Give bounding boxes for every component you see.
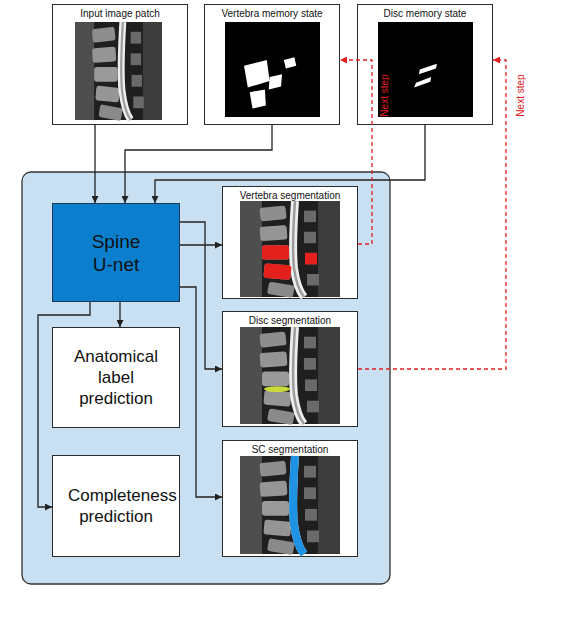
node-title: Vertebra segmentation — [240, 190, 341, 202]
edge-label: Next step — [379, 74, 390, 116]
prediction-box: Completeness prediction — [52, 455, 180, 557]
input-box: Input image patch — [52, 4, 188, 125]
flow-arrow — [180, 244, 222, 245]
module-container — [22, 172, 390, 584]
output-box: SC segmentation — [222, 440, 358, 557]
node-title: Disc segmentation — [249, 315, 331, 327]
node-title: Completeness prediction — [68, 485, 164, 527]
node-title: Spine U-net — [81, 230, 151, 276]
flow-arrow — [155, 125, 425, 203]
flow-arrow — [94, 125, 95, 203]
output-box: Vertebra segmentation — [222, 186, 358, 299]
flow-arrow — [180, 222, 222, 369]
memory-box: Disc memory state — [357, 4, 493, 125]
flow-arrow — [180, 287, 222, 497]
edge-label: Next step — [515, 74, 526, 116]
node-title: Input image patch — [80, 8, 160, 20]
flow-arrow — [119, 302, 120, 327]
node-title: Disc memory state — [384, 8, 467, 20]
node-title: Anatomical label prediction — [68, 346, 164, 409]
prediction-box: Anatomical label prediction — [52, 327, 180, 428]
node-title: SC segmentation — [252, 444, 329, 456]
output-box: Disc segmentation — [222, 311, 358, 427]
node-title: Vertebra memory state — [221, 8, 322, 20]
network-box: Spine U-net — [52, 203, 180, 302]
memory-box: Vertebra memory state — [204, 4, 340, 125]
